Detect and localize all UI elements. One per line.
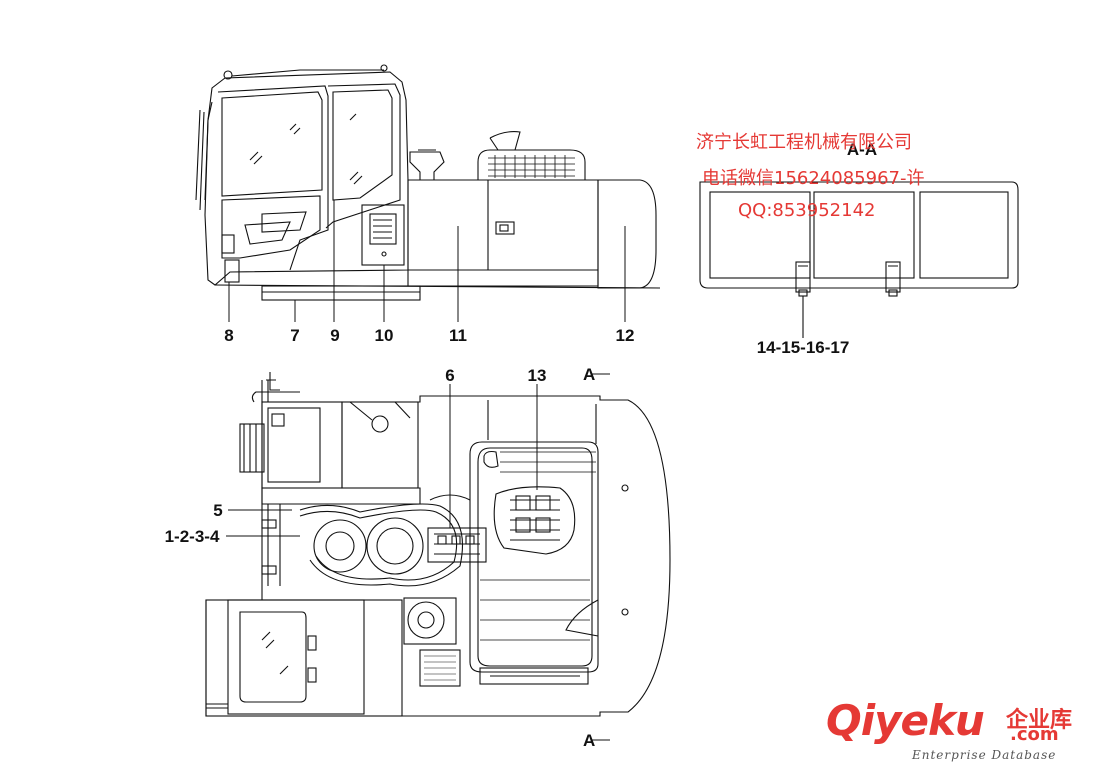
base-plate: [261, 285, 421, 301]
logo-subtitle: Enterprise Database: [912, 748, 1057, 762]
callout-1-2-3-4: 1-2-3-4: [165, 527, 220, 546]
engine-compartment: [469, 441, 599, 673]
logo-domain: .com: [1010, 724, 1059, 745]
callout-10: 10: [375, 326, 394, 345]
engine-block: [493, 486, 576, 555]
swing-motor: [313, 519, 367, 573]
counterweight: [597, 179, 657, 289]
top-leaders: [226, 373, 610, 741]
logo-chinese: 企业库: [1006, 708, 1073, 733]
callout-9: 9: [330, 326, 339, 345]
watermark-company: 济宁长虹工程机械有限公司: [696, 132, 912, 153]
watermark-phone: 电话微信15624085967-许: [702, 168, 925, 189]
side-callouts: 8 7 9 10 11 12: [224, 326, 634, 345]
section-mark-bottom: A: [583, 731, 595, 750]
logo-wordmark: Qiyeku: [826, 696, 985, 745]
callout-6: 6: [445, 366, 454, 385]
engine-hood-top: [477, 149, 586, 181]
section-aa-title: A-A: [847, 140, 877, 159]
hydraulic-pump: [366, 517, 424, 575]
cab-door-window: [332, 89, 393, 201]
cab-outline: [204, 71, 409, 286]
callout-7: 7: [290, 326, 299, 345]
callout-8: 8: [224, 326, 233, 345]
monitor-panel: [361, 204, 405, 266]
callout-11: 11: [449, 326, 467, 345]
side-view-drawing: [195, 64, 661, 301]
cab-top-box: [205, 599, 403, 717]
side-leaders: [228, 200, 626, 322]
top-callouts: 6 13 5 1-2-3-4 A A: [165, 365, 596, 750]
qiyeku-logo: Qiyeku 企业库 .com Enterprise Database: [826, 696, 1096, 766]
muffler: [409, 151, 445, 181]
callout-14-17: 14-15-16-17: [757, 338, 850, 357]
callout-5: 5: [213, 501, 222, 520]
watermark-qq: QQ:853952142: [738, 200, 876, 221]
cab-front-window: [221, 91, 323, 197]
section-aa-drawing: [699, 181, 1019, 338]
upper-frame-outline: [205, 395, 671, 717]
control-valve: [427, 527, 487, 563]
callout-13: 13: [528, 366, 547, 385]
top-view-drawing: [205, 372, 671, 717]
section-mark-top: A: [583, 365, 595, 384]
callout-12: 12: [616, 326, 635, 345]
